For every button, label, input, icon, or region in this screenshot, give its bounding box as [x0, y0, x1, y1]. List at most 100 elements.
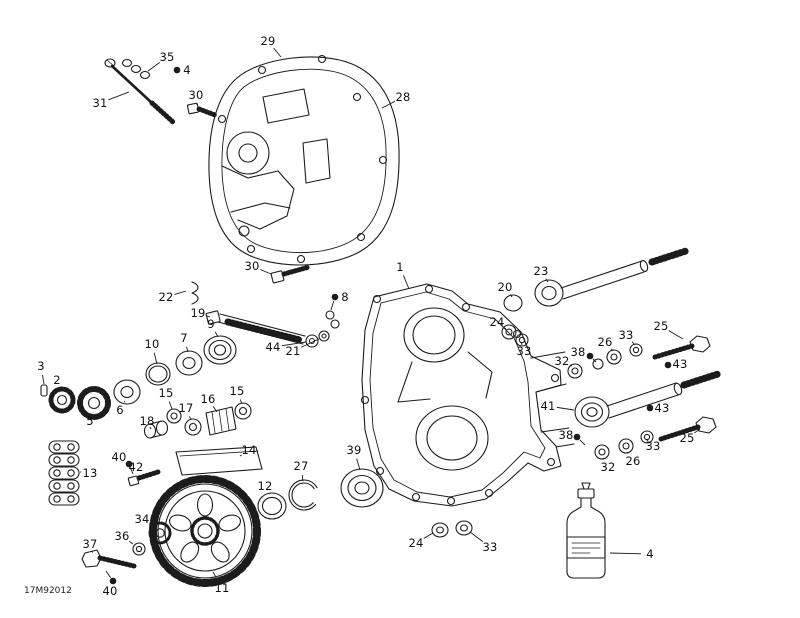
part-label-32-ur: 32	[554, 354, 570, 368]
part-label-24-lo: 24	[408, 536, 424, 550]
leader-line	[520, 342, 523, 346]
part-label-32-lr: 32	[600, 460, 616, 474]
part-dot-marker	[109, 577, 117, 585]
leader-line	[626, 451, 629, 454]
part-label-38-lr: 38	[558, 428, 574, 442]
part-label-26-ur: 26	[597, 335, 613, 349]
oring-20	[503, 294, 523, 312]
washer-15-right	[234, 402, 252, 420]
part-label-34: 34	[134, 512, 150, 526]
leader-line	[260, 269, 272, 275]
leader-line	[300, 338, 320, 348]
washer-24-lower	[431, 522, 449, 538]
part-label-23: 23	[533, 264, 549, 278]
part-label-41: 41	[540, 399, 556, 413]
part-label-15-r: 15	[229, 384, 245, 398]
fasteners-upper-right	[567, 335, 711, 379]
leader-line	[356, 458, 361, 471]
leader-line	[206, 315, 211, 318]
part-label-33-lo: 33	[482, 540, 498, 554]
part-label-25-lr: 25	[679, 431, 695, 445]
part-label-27: 27	[293, 459, 309, 473]
leader-line	[592, 358, 597, 363]
part-label-14: 14	[241, 443, 257, 457]
leader-line	[545, 278, 549, 283]
part-label-8: 8	[341, 290, 349, 304]
leader-line	[330, 300, 335, 311]
leader-line	[602, 457, 605, 460]
gear-5	[77, 386, 111, 420]
leader-line	[509, 294, 513, 298]
bearing-9	[203, 335, 237, 365]
part-dot-marker	[586, 352, 594, 360]
leader-line	[556, 406, 575, 411]
washer-44	[305, 334, 319, 348]
part-label-3: 3	[37, 359, 45, 373]
part-label-24-up: 24	[489, 315, 505, 329]
washer-15-left	[166, 408, 182, 424]
part-dot-marker	[331, 293, 339, 301]
gear-2	[48, 386, 76, 414]
leader-line	[423, 532, 434, 539]
leader-line	[214, 331, 219, 338]
part-label-10: 10	[144, 337, 160, 351]
leader-line	[129, 540, 134, 545]
part-label-33-ur: 33	[618, 328, 634, 342]
leader-line	[381, 100, 396, 109]
leader-line	[130, 467, 134, 475]
leader-line	[569, 364, 573, 367]
part-label-22: 22	[158, 290, 174, 304]
part-dot-marker	[125, 460, 133, 468]
leader-line	[186, 346, 189, 353]
leader-line	[301, 474, 304, 482]
leader-line	[281, 341, 307, 347]
part-label-40-mid: 40	[111, 450, 127, 464]
part-label-7: 7	[180, 331, 188, 345]
part-label-44: 44	[265, 340, 281, 354]
spacer-34	[148, 521, 172, 545]
part-label-18: 18	[139, 414, 155, 428]
leader-line	[239, 399, 243, 405]
chaincase-housing	[360, 283, 575, 507]
leader-line	[174, 290, 187, 295]
leader-line	[609, 552, 642, 555]
part-label-30-mid: 30	[244, 259, 260, 273]
part-label-20: 20	[497, 280, 513, 294]
leader-line	[239, 454, 242, 457]
leader-line	[153, 352, 158, 365]
part-label-33-up: 33	[516, 344, 532, 358]
part-label-42: 42	[128, 460, 144, 474]
part-label-9: 9	[207, 317, 215, 331]
sleeve-16	[205, 406, 237, 436]
leader-line	[402, 275, 410, 290]
drive-chain	[48, 440, 80, 506]
part-dot-marker	[664, 361, 672, 369]
part-label-21: 21	[285, 344, 301, 358]
part-label-16: 16	[200, 392, 216, 406]
leader-line	[579, 439, 586, 446]
bolt-19	[205, 310, 306, 345]
bolt-42	[127, 469, 161, 487]
shaft-41	[606, 370, 722, 419]
washer-33-lower	[455, 520, 473, 536]
washer-24-upper	[501, 324, 517, 340]
bearing-23	[534, 279, 564, 307]
part-label-4-bottle: 4	[646, 547, 654, 561]
leader-line	[610, 348, 614, 352]
leader-line	[123, 400, 126, 403]
leader-line	[105, 570, 112, 578]
diagram-code: 17M92012	[24, 586, 72, 596]
part-label-33-lr: 33	[645, 439, 661, 453]
leader-line	[149, 523, 154, 528]
part-label-37: 37	[82, 537, 98, 551]
shaft-23	[560, 247, 690, 300]
leader-line	[42, 374, 45, 385]
oring-10	[145, 362, 171, 386]
pin-3	[40, 384, 48, 397]
part-label-35: 35	[159, 50, 175, 64]
pins-8	[325, 310, 340, 329]
